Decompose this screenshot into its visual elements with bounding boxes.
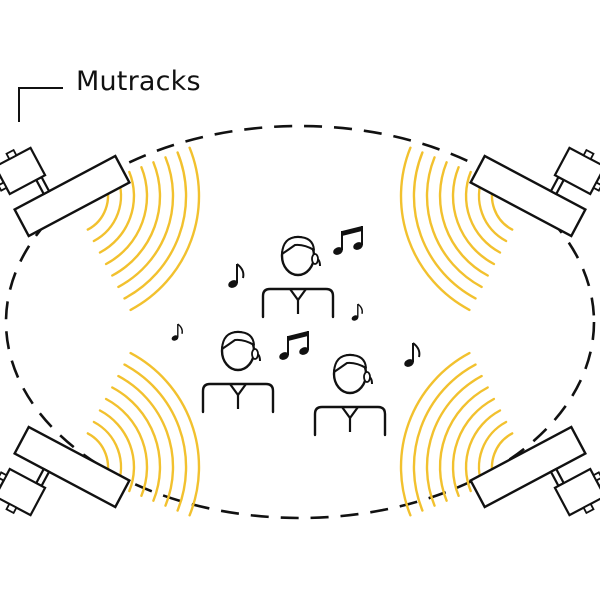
sound-wave-arc bbox=[123, 363, 188, 512]
sound-wave-arc bbox=[111, 386, 162, 502]
music-note-icon bbox=[225, 263, 245, 291]
sound-wave-arc bbox=[451, 166, 496, 266]
sound-wave-arc bbox=[123, 151, 188, 300]
sound-wave-arc bbox=[98, 409, 136, 493]
sound-wave-arc bbox=[464, 409, 502, 493]
sound-wave-icon bbox=[86, 146, 514, 517]
sound-wave-arc bbox=[438, 161, 489, 277]
sound-wave-arc bbox=[111, 161, 162, 277]
sound-wave-arc bbox=[98, 170, 136, 254]
music-note-icon bbox=[276, 330, 312, 363]
sound-wave-arc bbox=[425, 374, 483, 507]
sound-wave-arc bbox=[399, 146, 471, 312]
sound-wave-arc bbox=[117, 374, 175, 507]
sound-wave-arc bbox=[117, 156, 175, 289]
sound-wave-arc bbox=[412, 151, 477, 300]
sound-wave-arc bbox=[104, 166, 149, 266]
sound-wave-arc bbox=[104, 397, 149, 497]
speaker-module-icon bbox=[469, 107, 600, 239]
music-note-icon bbox=[401, 342, 421, 370]
person-icon bbox=[261, 235, 335, 319]
sound-wave-arc bbox=[451, 397, 496, 497]
sound-wave-arc bbox=[412, 363, 477, 512]
speaker-module-icon bbox=[0, 424, 131, 556]
music-note-icon bbox=[350, 303, 363, 323]
label-connector-line bbox=[18, 87, 63, 122]
sound-wave-arc bbox=[129, 146, 201, 312]
music-note-icon bbox=[170, 323, 183, 343]
mutracks-label: Mutracks bbox=[76, 66, 201, 97]
speaker-module-icon bbox=[469, 424, 600, 556]
speaker-module-icon bbox=[0, 107, 131, 239]
sound-wave-arc bbox=[464, 170, 502, 254]
boundary-ellipse bbox=[4, 124, 596, 520]
sound-wave-arc bbox=[438, 386, 489, 502]
sound-wave-arc bbox=[129, 351, 201, 517]
person-icon bbox=[313, 353, 387, 437]
sound-wave-arc bbox=[399, 351, 471, 517]
music-note-icon bbox=[330, 225, 366, 258]
person-icon bbox=[201, 330, 275, 414]
sound-wave-arc bbox=[425, 156, 483, 289]
